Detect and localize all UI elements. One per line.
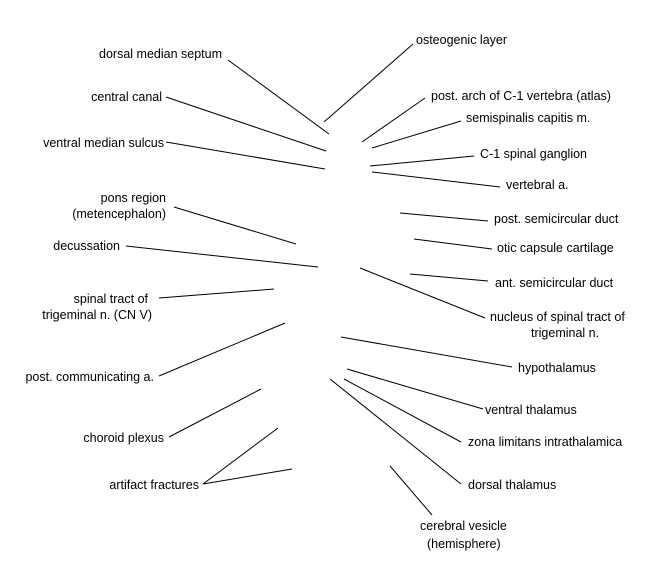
label-otic-capsule-cartilage: otic capsule cartilage <box>497 241 614 255</box>
label-choroid-plexus: choroid plexus <box>83 431 164 445</box>
leader-line-spinal-tract <box>158 288 275 299</box>
leader-line-post-communicating <box>158 322 286 377</box>
label-dorsal-median-septum: dorsal median septum <box>99 47 222 61</box>
leader-line-otic-capsule <box>413 238 493 250</box>
label-hypothalamus: hypothalamus <box>518 361 596 375</box>
label-c1-spinal-ganglion: C-1 spinal ganglion <box>480 147 587 161</box>
right-labels: osteogenic layer post. arch of C-1 verte… <box>416 33 625 551</box>
label-nucleus-spinal-tract: nucleus of spinal tract of <box>490 310 625 324</box>
leader-line-dorsal-median-septum <box>227 59 330 135</box>
label-vertebral-a: vertebral a. <box>506 178 569 192</box>
label-semispinalis-capitis: semispinalis capitis m. <box>466 111 590 125</box>
leader-line-vertebral-a <box>371 171 501 188</box>
leader-line-post-arch <box>361 97 426 143</box>
label-post-communicating: post. communicating a. <box>25 370 154 384</box>
label-central-canal: central canal <box>91 90 162 104</box>
label-cerebral-vesicle: cerebral vesicle <box>420 519 507 533</box>
label-trigeminal-cn-v: trigeminal n. (CN V) <box>42 308 152 322</box>
leader-line-choroid-plexus <box>168 388 262 438</box>
leader-line-decussation <box>125 245 319 268</box>
label-hemisphere: (hemisphere) <box>427 537 501 551</box>
label-metencephalon: (metencephalon) <box>72 207 166 221</box>
label-pons-region: pons region <box>101 191 166 205</box>
label-ant-semicircular-duct: ant. semicircular duct <box>495 276 614 290</box>
leader-line-cerebral-vesicle <box>389 465 433 516</box>
leader-line-artifact-fractures-upper <box>202 427 279 485</box>
leader-line-artifact-fractures-lower <box>202 468 293 485</box>
leader-line-ventral-thalamus <box>346 368 484 410</box>
label-nucleus-trigeminal: trigeminal n. <box>531 326 599 340</box>
leader-line-hypothalamus <box>340 336 513 368</box>
leader-lines <box>125 43 513 516</box>
label-dorsal-thalamus: dorsal thalamus <box>468 478 556 492</box>
left-labels: dorsal median septum central canal ventr… <box>25 47 222 492</box>
label-ventral-thalamus: ventral thalamus <box>485 403 577 417</box>
leader-line-dorsal-thalamus <box>329 378 462 485</box>
label-zona-limitans: zona limitans intrathalamica <box>468 435 622 449</box>
leader-line-nucleus-spinal-tract <box>359 267 486 319</box>
leader-line-osteogenic-layer <box>323 43 414 123</box>
label-osteogenic-layer: osteogenic layer <box>416 33 507 47</box>
label-post-arch-c1: post. arch of C-1 vertebra (atlas) <box>431 89 611 103</box>
label-ventral-median-sulcus: ventral median sulcus <box>43 136 164 150</box>
leader-line-post-semicircular <box>399 212 489 222</box>
leader-line-ventral-median-sulcus <box>165 141 326 170</box>
leader-line-c1-ganglion <box>369 155 475 167</box>
label-decussation: decussation <box>53 239 120 253</box>
leader-line-central-canal <box>165 96 327 152</box>
label-spinal-tract: spinal tract of <box>74 292 149 306</box>
leader-line-pons-region <box>173 206 297 245</box>
leader-line-semispinalis <box>371 120 462 149</box>
label-artifact-fractures: artifact fractures <box>109 478 199 492</box>
leader-line-ant-semicircular <box>409 273 489 282</box>
leader-line-zona-limitans <box>343 378 462 443</box>
label-post-semicircular-duct: post. semicircular duct <box>494 212 619 226</box>
